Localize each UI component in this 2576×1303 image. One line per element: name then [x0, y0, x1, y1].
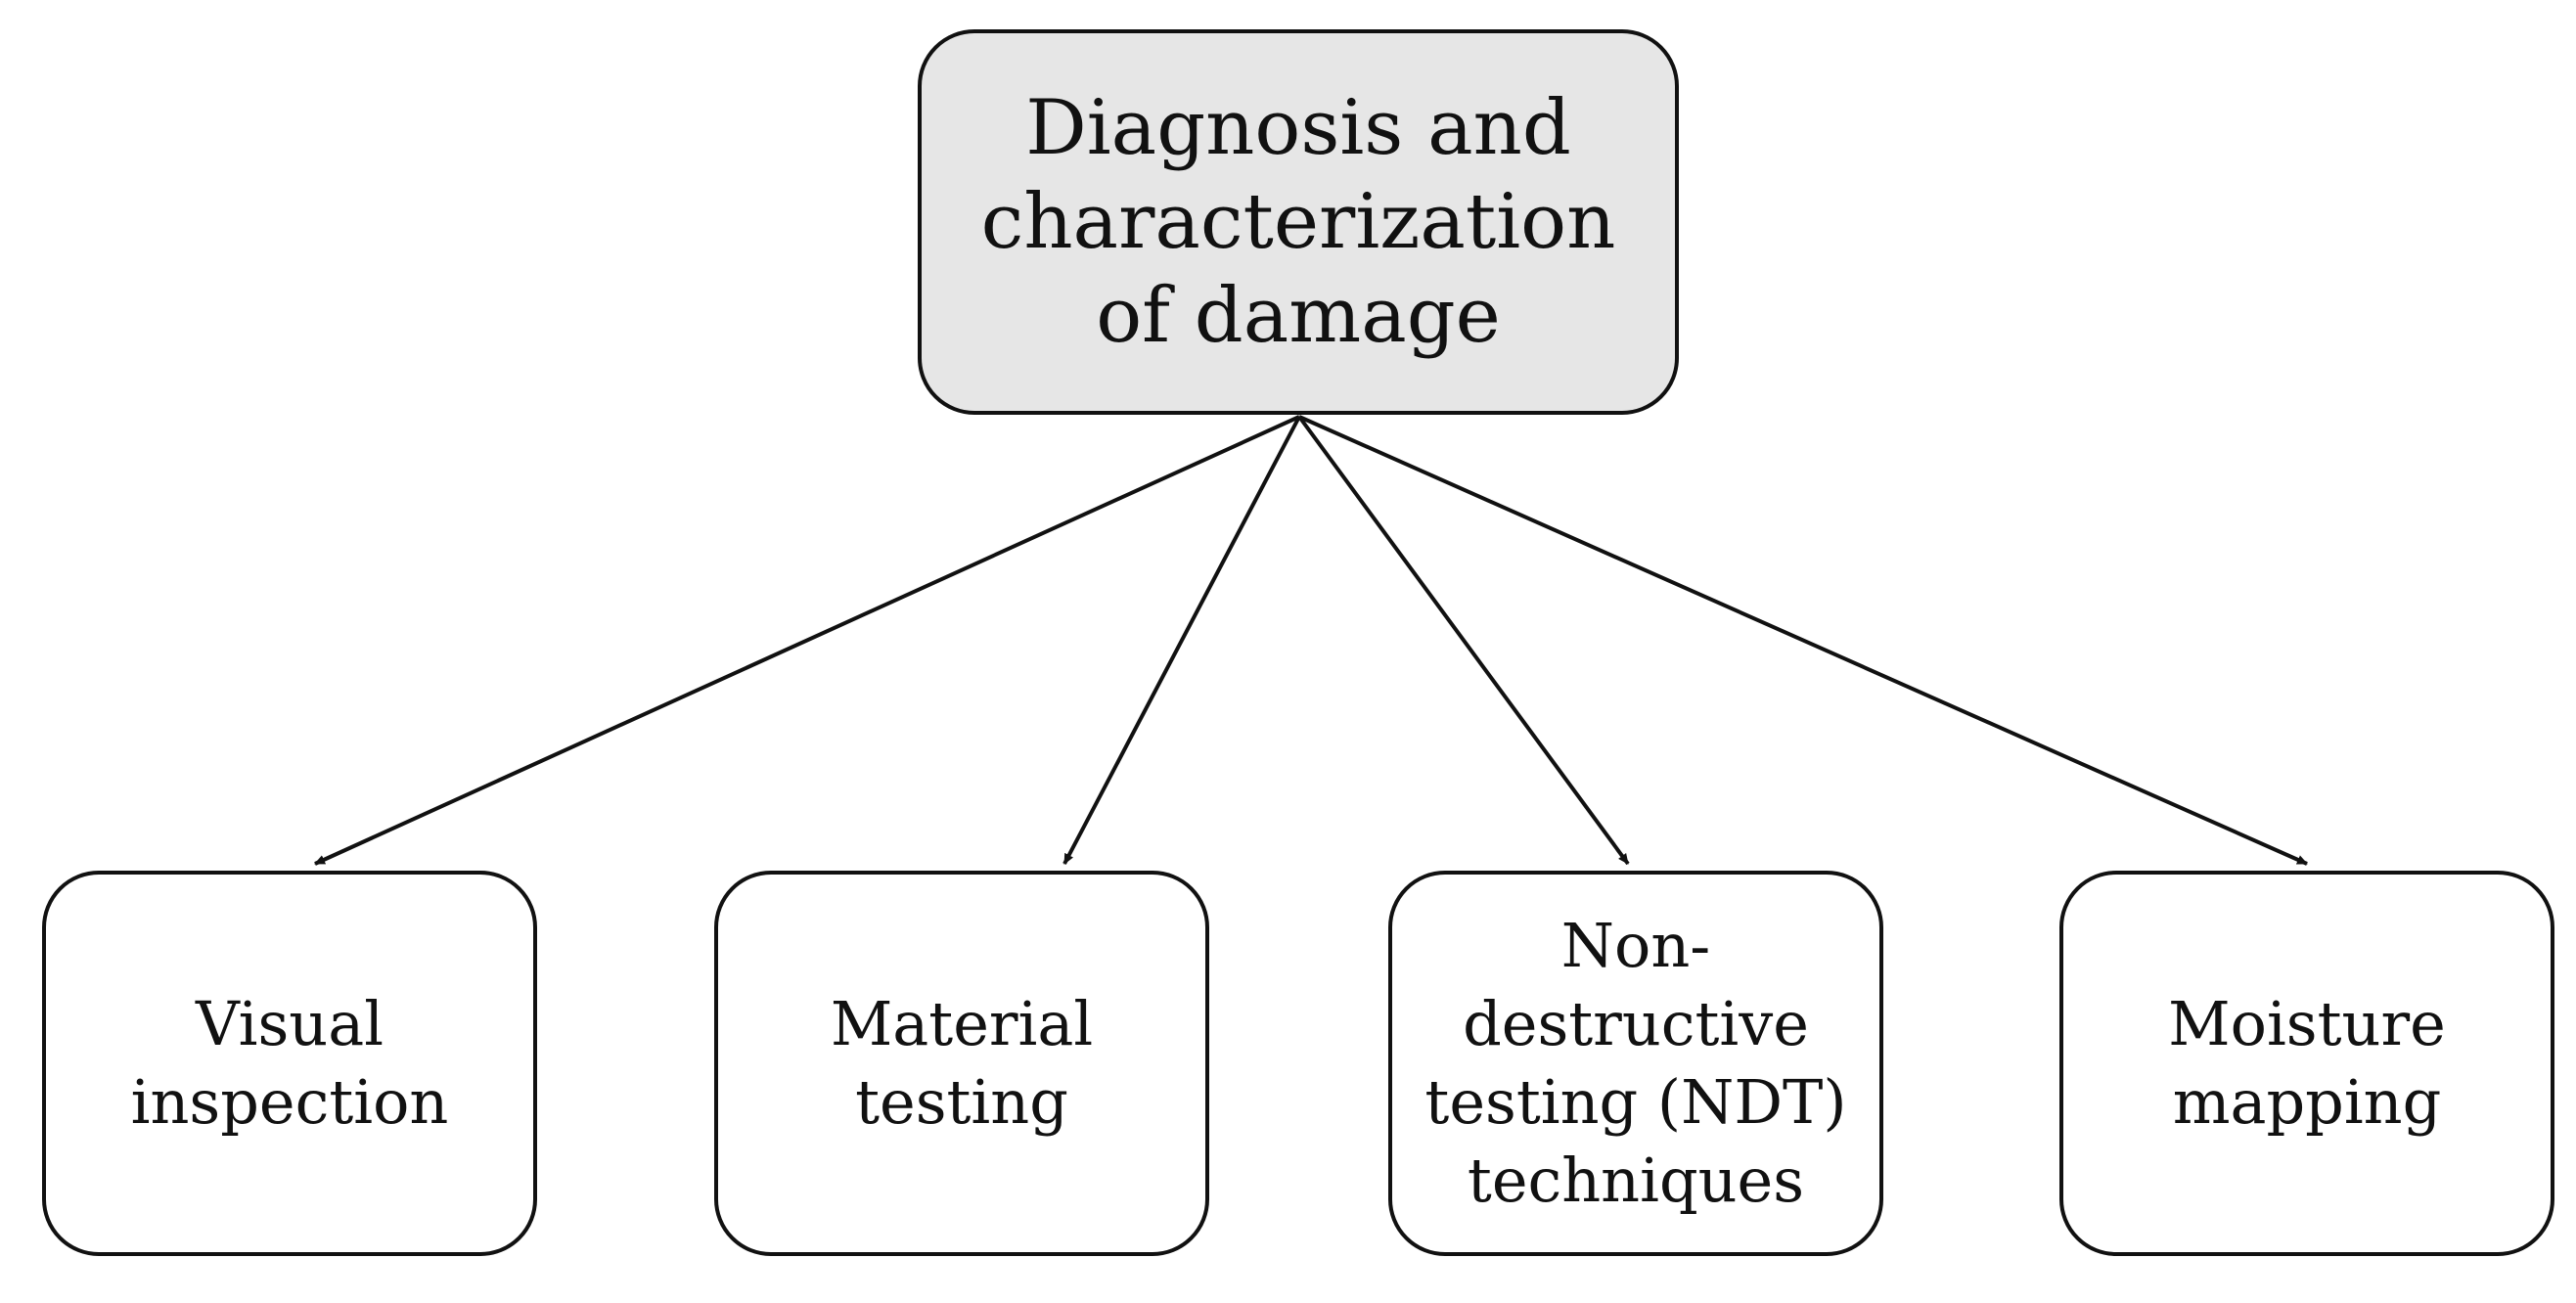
- child-node-ndt-techniques: Non-destructive testing (NDT) techniques: [1388, 871, 1883, 1256]
- child-node-label: Visual inspection: [130, 988, 449, 1138]
- arrow-root-to-visual-inspection: [314, 415, 1300, 866]
- child-node-visual-inspection: Visual inspection: [42, 871, 537, 1256]
- child-node-moisture-mapping: Moisture mapping: [2059, 871, 2554, 1256]
- arrow-root-to-ndt-techniques: [1297, 415, 1630, 866]
- child-node-material-testing: Material testing: [714, 871, 1209, 1256]
- child-node-label: Moisture mapping: [2168, 988, 2446, 1138]
- arrow-root-to-material-testing: [1062, 416, 1301, 865]
- root-node-label: Diagnosis and characterization of damage: [980, 84, 1616, 360]
- child-node-label: Material testing: [830, 988, 1094, 1138]
- root-node-diagnosis: Diagnosis and characterization of damage: [918, 29, 1679, 415]
- arrow-root-to-moisture-mapping: [1298, 415, 2308, 866]
- child-node-label: Non-destructive testing (NDT) techniques: [1424, 910, 1847, 1216]
